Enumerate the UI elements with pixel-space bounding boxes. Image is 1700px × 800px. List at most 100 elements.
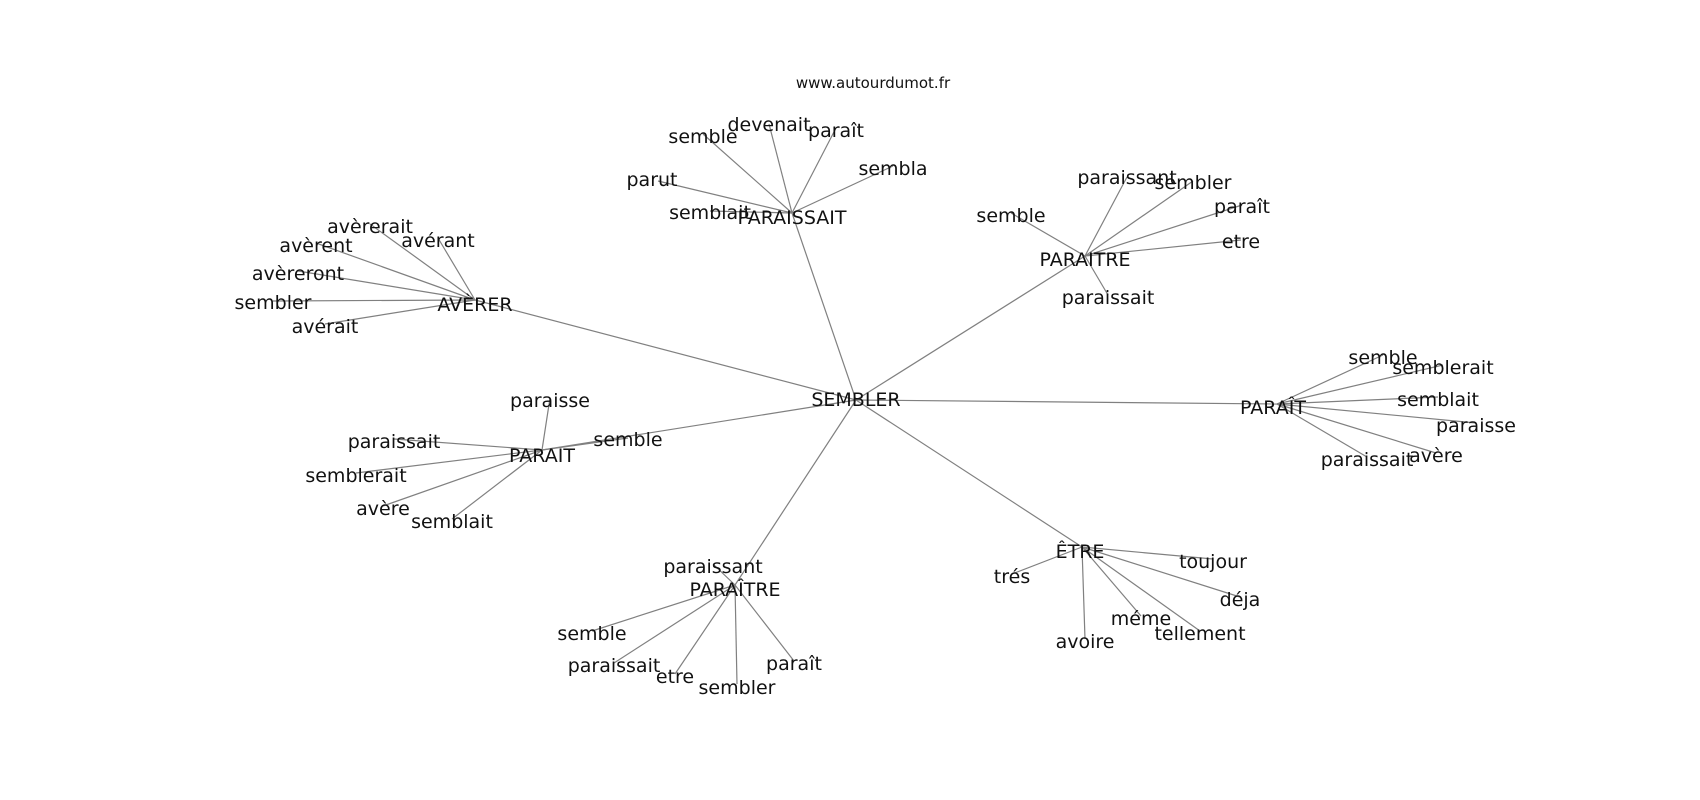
graph-labels: www.autourdumot.fr SEMBLER PARAISSAIT dev…	[235, 74, 1516, 699]
site-url[interactable]: www.autourdumot.fr	[796, 74, 951, 92]
leaf-node-etre_hub-2[interactable]: déja	[1220, 589, 1261, 611]
edge-paraissait_hub-leaf-1	[791, 127, 837, 214]
leaf-node-averer_hub-2[interactable]: avèrent	[279, 235, 352, 257]
hub-node-averer_hub[interactable]: AVÈRER	[437, 293, 512, 316]
edge-paraitre_hub-leaf-2	[1084, 204, 1243, 257]
leaf-node-parait_hub-0[interactable]: paraisse	[510, 390, 590, 412]
hub-node-paraitre_hub[interactable]: PARAITRE	[1039, 249, 1130, 271]
leaf-node-paraissait_hub-5[interactable]: semblait	[669, 202, 751, 224]
leaf-node-paraissait_hub-0[interactable]: devenait	[727, 114, 810, 136]
edge-paraissait_hub-leaf-5	[709, 210, 793, 214]
leaf-node-paraitre_accent_hub-5[interactable]: paraît	[766, 653, 822, 675]
edge-paraitre_accent_hub-leaf-3	[674, 584, 736, 675]
edge-paraissait_hub-leaf-4	[657, 180, 793, 214]
leaf-node-averer_hub-4[interactable]: sembler	[235, 292, 312, 314]
edge-etre_hub-leaf-0	[1081, 546, 1214, 560]
leaf-node-parait_hub-5[interactable]: semble	[593, 429, 662, 451]
edge-parait_accent_hub-leaf-1	[1276, 364, 1444, 405]
edge-parait_accent_hub-leaf-3	[1276, 403, 1477, 424]
edge-parait_accent_hub-leaf-0	[1276, 354, 1384, 405]
leaf-node-paraitre_accent_hub-3[interactable]: etre	[656, 666, 694, 688]
edge-center-to-parait_accent_hub	[855, 399, 1278, 405]
leaf-node-paraitre_hub-5[interactable]: paraissait	[1062, 287, 1155, 309]
edge-etre_hub-leaf-3	[1081, 546, 1142, 617]
edge-center-to-etre_hub	[855, 399, 1083, 548]
edge-averer_hub-leaf-0	[369, 223, 476, 301]
hub-node-paraitre_accent_hub[interactable]: PARAÎTRE	[689, 578, 780, 601]
leaf-node-parait_hub-2[interactable]: semblerait	[305, 465, 406, 487]
leaf-node-paraissait_hub-3[interactable]: sembla	[858, 158, 927, 180]
edge-parait_hub-leaf-1	[393, 438, 543, 451]
leaf-node-averer_hub-1[interactable]: avérant	[401, 230, 475, 252]
leaf-node-paraitre_hub-4[interactable]: etre	[1222, 231, 1260, 253]
edge-averer_hub-leaf-5	[324, 299, 476, 325]
leaf-node-parait_accent_hub-5[interactable]: paraissait	[1321, 449, 1414, 471]
edge-paraissait_hub-leaf-0	[768, 123, 793, 214]
leaf-node-paraitre_hub-1[interactable]: sembler	[1155, 172, 1232, 194]
leaf-node-parait_accent_hub-4[interactable]: avère	[1409, 445, 1463, 467]
hub-node-parait_hub[interactable]: PARAIT	[509, 445, 575, 467]
leaf-node-parait_accent_hub-3[interactable]: paraisse	[1436, 415, 1516, 437]
leaf-node-parait_hub-1[interactable]: paraissait	[348, 431, 441, 453]
leaf-node-paraitre_hub-2[interactable]: paraît	[1214, 196, 1270, 218]
leaf-node-parait_hub-3[interactable]: avère	[356, 498, 410, 520]
edge-center-to-parait_hub	[541, 399, 857, 451]
edge-averer_hub-leaf-2	[315, 242, 476, 301]
edge-center-to-paraitre_hub	[855, 255, 1086, 401]
leaf-node-etre_hub-3[interactable]: méme	[1111, 608, 1171, 630]
leaf-node-parait_hub-4[interactable]: semblait	[411, 511, 493, 533]
edge-paraitre_accent_hub-leaf-0	[712, 563, 736, 586]
edge-parait_accent_hub-leaf-4	[1276, 403, 1437, 454]
edge-paraitre_accent_hub-leaf-4	[734, 584, 738, 685]
leaf-node-paraitre_hub-3[interactable]: semble	[976, 205, 1045, 227]
edge-parait_hub-leaf-3	[382, 449, 543, 507]
leaf-node-paraissait_hub-4[interactable]: parut	[626, 169, 677, 191]
leaf-node-etre_hub-5[interactable]: avoire	[1056, 631, 1115, 653]
leaf-node-paraitre_accent_hub-4[interactable]: sembler	[699, 677, 776, 699]
leaf-node-paraitre_hub-0[interactable]: paraissant	[1077, 167, 1176, 189]
edge-paraitre_accent_hub-leaf-2	[613, 584, 736, 664]
edge-center-to-paraitre_accent_hub	[734, 399, 857, 586]
edge-paraitre_accent_hub-leaf-5	[734, 584, 795, 662]
edge-paraitre_hub-leaf-4	[1084, 239, 1242, 257]
leaf-node-etre_hub-4[interactable]: tellement	[1154, 623, 1245, 645]
leaf-node-parait_accent_hub-1[interactable]: semblerait	[1392, 357, 1493, 379]
leaf-node-etre_hub-1[interactable]: trés	[994, 566, 1030, 588]
edge-paraissait_hub-leaf-2	[702, 133, 793, 214]
edge-paraitre_accent_hub-leaf-1	[591, 584, 736, 632]
hub-node-paraissait_hub[interactable]: PARAISSAIT	[738, 207, 847, 229]
leaf-node-paraitre_accent_hub-2[interactable]: paraissait	[568, 655, 661, 677]
edge-parait_hub-leaf-4	[451, 449, 543, 520]
leaf-node-parait_accent_hub-0[interactable]: semble	[1348, 347, 1417, 369]
edge-paraissait_hub-leaf-3	[791, 165, 894, 214]
edge-etre_hub-leaf-1	[1011, 546, 1083, 575]
edge-parait_hub-leaf-0	[541, 397, 551, 451]
edge-paraitre_hub-leaf-3	[1010, 212, 1086, 257]
edge-etre_hub-leaf-4	[1081, 546, 1201, 632]
edge-parait_accent_hub-leaf-2	[1276, 396, 1439, 405]
leaf-node-parait_accent_hub-2[interactable]: semblait	[1397, 389, 1479, 411]
edge-parait_hub-leaf-5	[541, 437, 629, 451]
leaf-node-averer_hub-5[interactable]: avérait	[292, 316, 359, 338]
edge-center-to-paraissait_hub	[791, 212, 857, 401]
leaf-node-paraitre_accent_hub-1[interactable]: semble	[557, 623, 626, 645]
edge-paraitre_hub-leaf-1	[1084, 180, 1194, 257]
edge-parait_accent_hub-leaf-5	[1276, 403, 1368, 458]
leaf-node-paraissait_hub-2[interactable]: semble	[668, 126, 737, 148]
leaf-node-etre_hub-0[interactable]: toujour	[1179, 551, 1247, 573]
edge-paraitre_hub-leaf-5	[1084, 255, 1109, 296]
graph-edges	[272, 123, 1477, 685]
edge-paraitre_hub-leaf-0	[1084, 176, 1128, 257]
leaf-node-paraitre_accent_hub-0[interactable]: paraissant	[663, 556, 762, 578]
center-node-label[interactable]: SEMBLER	[811, 389, 900, 411]
leaf-node-paraissait_hub-1[interactable]: paraît	[808, 120, 864, 142]
edge-etre_hub-leaf-2	[1081, 546, 1241, 598]
leaf-node-averer_hub-0[interactable]: avèrerait	[327, 216, 413, 238]
hub-node-etre_hub[interactable]: ÊTRE	[1056, 540, 1105, 563]
edge-averer_hub-leaf-1	[437, 237, 476, 301]
hub-node-parait_accent_hub[interactable]: PARAÎT	[1240, 396, 1306, 419]
edge-averer_hub-leaf-4	[272, 299, 476, 302]
leaf-node-averer_hub-3[interactable]: avèreront	[252, 263, 344, 285]
